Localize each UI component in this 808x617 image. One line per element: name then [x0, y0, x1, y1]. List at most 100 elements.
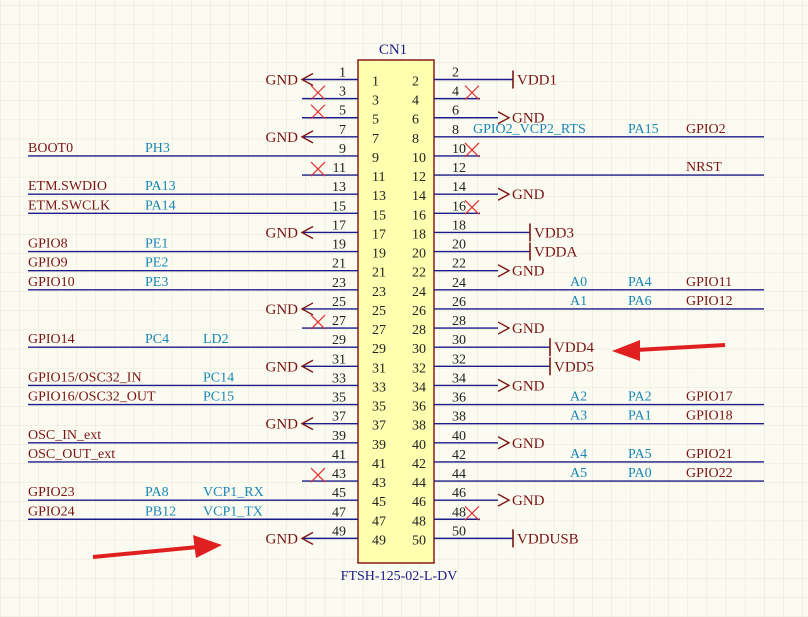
pin-number-17: 17	[372, 227, 386, 242]
red-arrow-vdd4	[612, 340, 726, 361]
pin-number-36: 36	[412, 400, 426, 415]
pin-number-23: 23	[372, 285, 386, 300]
net-label-pin-9: PH3	[145, 141, 170, 156]
connector-body	[357, 59, 435, 564]
gnd-symbol-pin-14	[497, 187, 511, 201]
pin-number-40: 40	[412, 438, 426, 453]
pin-number-34: 34	[412, 380, 426, 395]
gnd-label-pin-37: GND	[266, 417, 299, 433]
no-connect-pin-5	[310, 104, 326, 120]
net-label-pin-47: PB12	[145, 504, 176, 519]
pin-number-27: 27	[372, 323, 386, 338]
net-label-pin-15: PA14	[145, 198, 176, 213]
pin-number-15: 15	[372, 208, 386, 223]
power-label-pin-50: VDDUSB	[517, 531, 579, 547]
gnd-symbol-pin-34	[497, 378, 511, 393]
pin-number-28: 28	[452, 314, 466, 329]
pin-number-6: 6	[412, 113, 419, 128]
no-connect-pin-27	[310, 314, 326, 330]
pin-number-19: 19	[372, 247, 386, 262]
pin-number-13: 13	[372, 189, 386, 204]
pin-number-34: 34	[452, 371, 466, 386]
net-label-pin-33: GPIO15/OSC32_IN	[28, 370, 142, 385]
pin-number-20: 20	[452, 238, 466, 253]
pin-number-44: 44	[412, 476, 426, 491]
pin-number-32: 32	[452, 352, 466, 367]
gnd-label-pin-14: GND	[512, 187, 545, 203]
gnd-symbol-pin-49	[300, 531, 314, 545]
pin-number-31: 31	[372, 361, 386, 376]
gnd-symbol-pin-25	[300, 302, 314, 316]
net-label-pin-8: PA15	[628, 122, 659, 137]
net-label-pin-45: VCP1_RX	[203, 485, 264, 500]
net-label-pin-47: GPIO24	[28, 504, 75, 519]
pin-number-12: 12	[412, 170, 426, 185]
pin-number-1: 1	[372, 75, 379, 90]
pin-number-30: 30	[452, 333, 466, 348]
gnd-symbol-pin-6	[497, 111, 511, 125]
no-connect-pin-11	[310, 161, 326, 177]
power-label-pin-18: VDD3	[534, 225, 574, 241]
pin-number-37: 37	[372, 419, 386, 434]
pin-number-14: 14	[452, 180, 466, 195]
net-label-pin-38: A3	[570, 409, 587, 424]
pin-number-48: 48	[412, 514, 426, 529]
pin-number-28: 28	[412, 323, 426, 338]
net-label-pin-23: PE3	[145, 275, 168, 290]
pin-number-46: 46	[452, 486, 466, 501]
pin-number-8: 8	[452, 123, 459, 138]
pin-number-2: 2	[452, 66, 459, 81]
pin-number-9: 9	[339, 142, 346, 157]
pin-number-18: 18	[452, 218, 466, 233]
pin-number-24: 24	[412, 285, 426, 300]
gnd-symbol-pin-1	[300, 72, 314, 87]
pin-number-33: 33	[332, 371, 346, 386]
gnd-label-pin-1: GND	[266, 73, 299, 89]
gnd-label-pin-34: GND	[512, 378, 545, 394]
net-label-pin-19: GPIO8	[28, 237, 68, 252]
pin-number-5: 5	[339, 104, 346, 119]
gnd-symbol-pin-17	[300, 225, 314, 240]
pin-number-17: 17	[332, 218, 346, 233]
pin-number-50: 50	[412, 533, 426, 548]
pin-number-3: 3	[339, 85, 346, 100]
gnd-label-pin-6: GND	[512, 111, 545, 127]
pin-number-25: 25	[332, 295, 346, 310]
pin-number-36: 36	[452, 391, 466, 406]
net-label-pin-19: PE1	[145, 237, 168, 252]
pin-number-44: 44	[452, 467, 466, 482]
pin-number-42: 42	[412, 457, 426, 472]
pin-number-35: 35	[332, 391, 346, 406]
pin-number-16: 16	[452, 199, 466, 214]
net-label-pin-44: GPIO22	[686, 466, 733, 481]
pin-number-32: 32	[412, 361, 426, 376]
pin-number-43: 43	[372, 476, 386, 491]
net-label-pin-9: BOOT0	[28, 141, 73, 156]
net-label-pin-21: GPIO9	[28, 256, 68, 271]
no-connect-pin-16	[464, 199, 480, 215]
pin-number-10: 10	[452, 142, 466, 157]
net-label-pin-23: GPIO10	[28, 275, 75, 290]
pin-number-4: 4	[452, 85, 459, 100]
pin-number-35: 35	[372, 400, 386, 415]
net-label-pin-45: PA8	[145, 485, 169, 500]
net-label-pin-42: A4	[570, 447, 587, 462]
net-label-pin-35: GPIO16/OSC32_OUT	[28, 390, 156, 405]
pin-number-41: 41	[332, 448, 346, 463]
gnd-label-pin-31: GND	[266, 359, 299, 375]
pin-number-47: 47	[332, 505, 346, 520]
pin-number-18: 18	[412, 227, 426, 242]
net-label-pin-8: GPIO2_VCP2_RTS	[473, 122, 586, 137]
gnd-label-pin-49: GND	[266, 531, 299, 547]
pin-number-21: 21	[372, 266, 386, 281]
net-label-pin-24: A0	[570, 275, 587, 290]
pin-number-10: 10	[412, 151, 426, 166]
net-label-pin-26: GPIO12	[686, 294, 733, 309]
pin-number-38: 38	[452, 410, 466, 425]
pin-number-22: 22	[452, 257, 466, 272]
pin-number-48: 48	[452, 505, 466, 520]
gnd-label-pin-7: GND	[266, 130, 299, 146]
pin-number-49: 49	[332, 524, 346, 539]
pin-number-8: 8	[412, 132, 419, 147]
